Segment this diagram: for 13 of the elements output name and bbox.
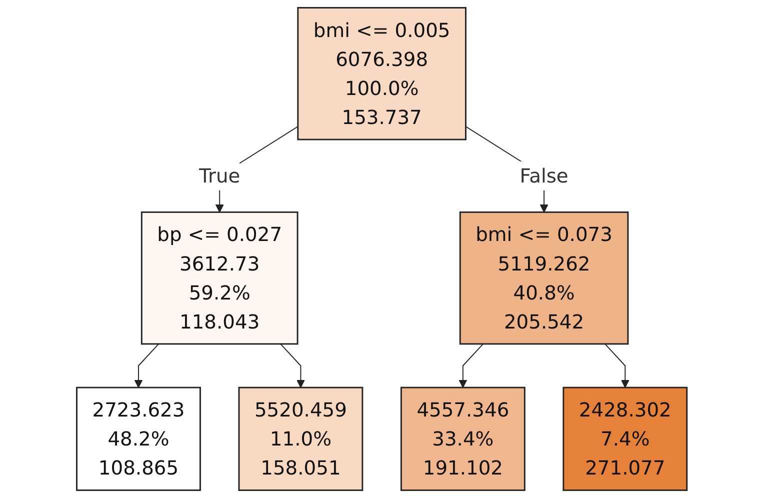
node-box: bp <= 0.027 3612.73 59.2% 118.043: [140, 211, 298, 345]
node-box: 2428.302 7.4% 271.077: [562, 386, 688, 491]
arrow: [458, 343, 484, 388]
node-box: 2723.623 48.2% 108.865: [76, 386, 201, 491]
node-box: 5520.459 11.0% 158.051: [238, 386, 363, 491]
node-box: bmi <= 0.073 5119.262 40.8% 205.542: [459, 211, 628, 345]
arrow: [280, 343, 305, 388]
node-box: bmi <= 0.005 6076.398 100.0% 153.737: [296, 7, 466, 140]
edge-label: True: [198, 164, 240, 188]
edge-label: False: [519, 164, 568, 188]
arrow: [134, 343, 159, 388]
arrow: [604, 343, 630, 388]
node-box: 4557.346 33.4% 191.102: [400, 386, 526, 491]
